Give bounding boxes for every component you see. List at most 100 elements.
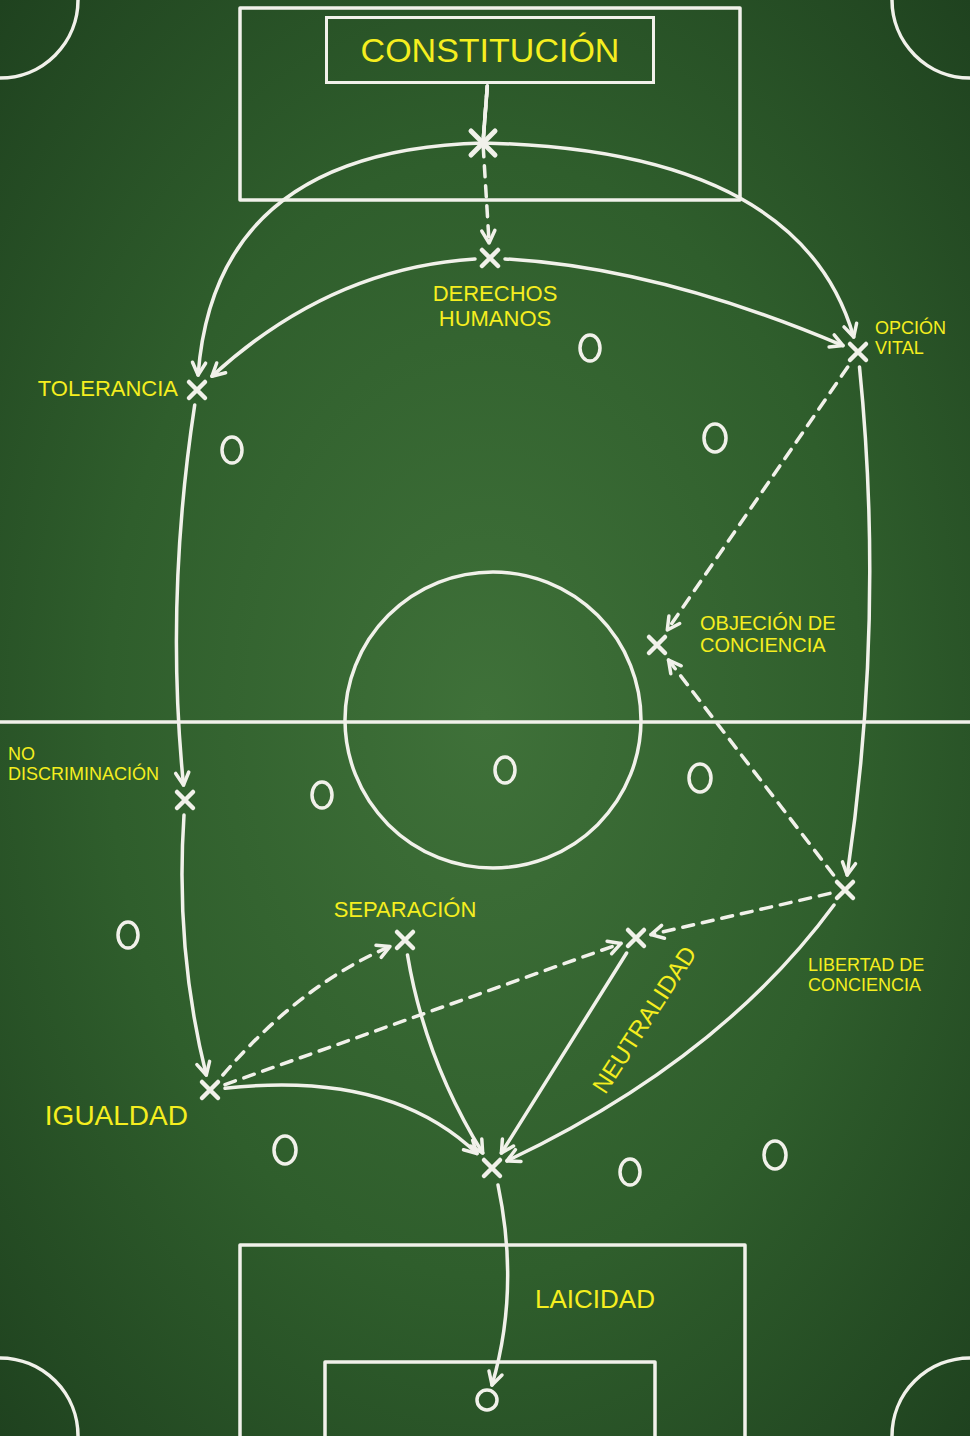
- play-arrow: [482, 86, 495, 243]
- label-text: LIBERTAD DE CONCIENCIA: [808, 955, 964, 995]
- arrow-head: [829, 335, 843, 347]
- play-arrow: [667, 367, 847, 630]
- arrow-head: [197, 1061, 210, 1075]
- player-mark: [479, 1155, 505, 1181]
- player-mark-stroke: [850, 344, 866, 360]
- label-text: LAICIDAD: [535, 1285, 735, 1314]
- goal-area: [325, 1362, 655, 1436]
- arrow-line: [225, 943, 621, 1084]
- opponent-mark: [118, 922, 138, 948]
- opponent-mark: [495, 757, 515, 783]
- arrow-head: [669, 660, 682, 674]
- arrow-head: [667, 616, 679, 630]
- arrow-line: [198, 86, 487, 375]
- label-text: TOLERANCIA: [18, 377, 178, 402]
- player-mark-stroke: [397, 932, 413, 948]
- player-label: LAICIDAD: [535, 1285, 735, 1314]
- play-arrow: [193, 86, 488, 375]
- arrow-head: [482, 230, 495, 243]
- arrow-head: [376, 945, 390, 957]
- opponent-mark: [312, 782, 332, 808]
- player-node: SEPARACIÓN: [392, 927, 418, 953]
- play-arrow: [225, 1085, 477, 1154]
- label-text: SEPARACIÓN: [315, 898, 495, 923]
- opponent-mark: [222, 437, 242, 463]
- opponent-mark: [620, 1159, 640, 1185]
- player-label: SEPARACIÓN: [315, 898, 495, 923]
- arrow-head: [843, 862, 856, 875]
- play-arrow: [843, 367, 870, 875]
- penalty-area: [240, 8, 740, 200]
- player-node: IGUALDAD: [197, 1077, 223, 1103]
- label-text: OPCIÓN VITAL: [875, 318, 963, 358]
- arrow-head: [607, 941, 621, 953]
- centre-circle: [345, 572, 641, 868]
- player-node: TOLERANCIA: [184, 377, 210, 403]
- arrow-line: [667, 367, 847, 630]
- arrow-head: [193, 362, 206, 375]
- arrow-line: [225, 1085, 477, 1154]
- player-node: NEUTRALIDAD: [623, 925, 649, 951]
- opponent-mark: [274, 1136, 296, 1164]
- player-mark: [392, 927, 418, 953]
- arrow-line: [507, 905, 834, 1161]
- player-node: LAICIDAD: [479, 1155, 505, 1181]
- play-arrow: [507, 905, 834, 1162]
- player-label: OBJECIÓN DE CONCIENCIA: [700, 612, 850, 657]
- penalty-area: [240, 1245, 745, 1436]
- player-mark: [197, 1077, 223, 1103]
- arrow-line: [651, 893, 830, 934]
- player-mark-stroke: [837, 882, 853, 898]
- player-mark: [184, 377, 210, 403]
- player-node: DERECHOS HUMANOS: [477, 245, 503, 271]
- player-mark-stroke: [202, 1082, 218, 1098]
- player-label: OPCIÓN VITAL: [875, 318, 963, 358]
- arrow-line: [176, 405, 194, 785]
- title-box: CONSTITUCIÓN: [325, 16, 655, 84]
- arrow-head: [844, 323, 857, 337]
- arrow-head: [651, 925, 665, 938]
- player-mark-stroke: [177, 792, 193, 808]
- label-text: DERECHOS HUMANOS: [420, 282, 570, 331]
- label-text: IGUALDAD: [14, 1100, 188, 1131]
- arrow-head: [489, 1371, 502, 1385]
- opponent-mark: [580, 335, 600, 361]
- arrow-head: [507, 1150, 521, 1162]
- corner-arc: [0, 1358, 78, 1436]
- play-arrow: [176, 405, 195, 785]
- ball: [477, 1390, 497, 1410]
- player-node: LIBERTAD DE CONCIENCIA: [832, 877, 858, 903]
- arrow-line: [182, 815, 206, 1075]
- player-label: NEUTRALIDAD: [588, 942, 703, 1099]
- opponent-mark: [689, 764, 711, 792]
- arrow-line: [408, 955, 483, 1153]
- player-mark: [832, 877, 858, 903]
- player-label: DERECHOS HUMANOS: [420, 282, 570, 331]
- play-arrow: [182, 815, 210, 1075]
- arrow-line: [669, 660, 834, 875]
- player-mark: [172, 787, 198, 813]
- player-mark: [623, 925, 649, 951]
- player-label: TOLERANCIA: [18, 377, 178, 402]
- corner-arc: [0, 0, 78, 78]
- player-mark-stroke: [649, 637, 665, 653]
- label-text: NEUTRALIDAD: [588, 942, 703, 1099]
- player-label: LIBERTAD DE CONCIENCIA: [808, 955, 964, 995]
- player-node: OBJECIÓN DE CONCIENCIA: [644, 632, 670, 658]
- corner-arc: [892, 0, 970, 78]
- play-arrow: [225, 941, 621, 1084]
- title-text: CONSTITUCIÓN: [361, 31, 620, 70]
- halfway-line: [0, 720, 970, 724]
- player-label: IGUALDAD: [14, 1100, 188, 1131]
- corner-arc: [892, 1358, 970, 1436]
- arrow-line: [212, 259, 475, 376]
- arrow-head: [212, 363, 226, 376]
- arrow-head: [501, 1139, 513, 1153]
- play-arrow: [669, 660, 834, 875]
- play-arrow: [408, 955, 483, 1153]
- player-mark: [845, 339, 871, 365]
- play-arrow: [212, 259, 475, 376]
